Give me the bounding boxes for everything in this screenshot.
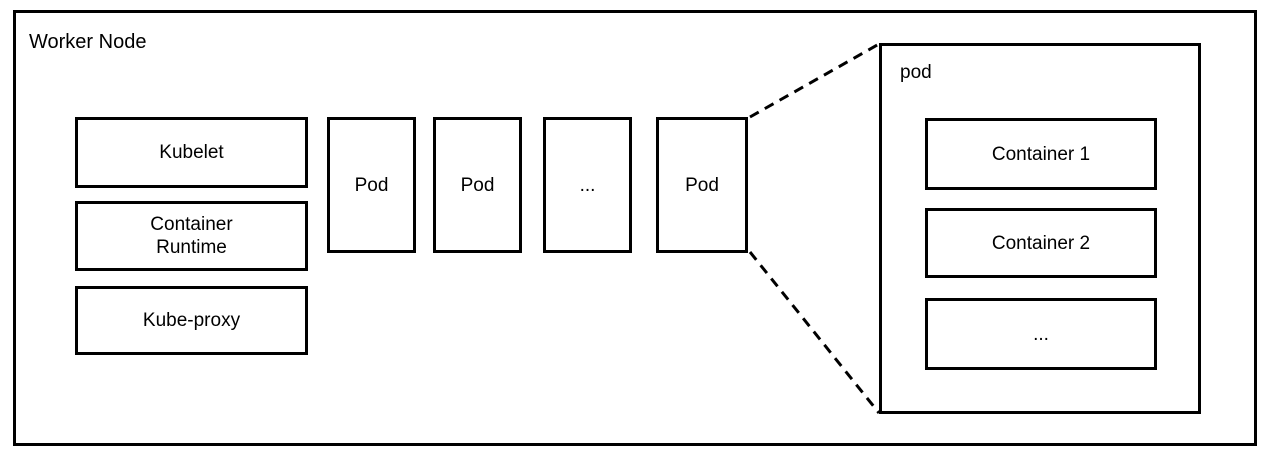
- pod-box-label: Pod: [354, 174, 389, 196]
- node-component-container-runtime[interactable]: Container Runtime: [75, 201, 308, 271]
- pod-box-label: ...: [579, 174, 596, 196]
- pod-detail-title: pod: [900, 62, 932, 83]
- pod-box[interactable]: Pod: [327, 117, 416, 253]
- pod-box-expanded-source[interactable]: Pod: [656, 117, 748, 253]
- node-component-kube-proxy[interactable]: Kube-proxy: [75, 286, 308, 355]
- pod-box-label: Pod: [685, 174, 719, 196]
- pod-box-label: Pod: [460, 174, 495, 196]
- container-box-ellipsis[interactable]: ...: [925, 298, 1157, 370]
- container-box-label: Container 1: [991, 143, 1091, 165]
- pod-box[interactable]: Pod: [433, 117, 522, 253]
- worker-node-title: Worker Node: [29, 31, 147, 53]
- node-component-label: Container Runtime: [150, 214, 233, 258]
- node-component-label: Kube-proxy: [142, 310, 241, 331]
- container-box-label: Container 2: [991, 232, 1091, 254]
- container-box-1[interactable]: Container 1: [925, 118, 1157, 190]
- pod-box-ellipsis[interactable]: ...: [543, 117, 632, 253]
- container-box-2[interactable]: Container 2: [925, 208, 1157, 278]
- node-component-kubelet[interactable]: Kubelet: [75, 117, 308, 188]
- node-component-label: Kubelet: [159, 142, 224, 163]
- container-box-label: ...: [1033, 323, 1049, 345]
